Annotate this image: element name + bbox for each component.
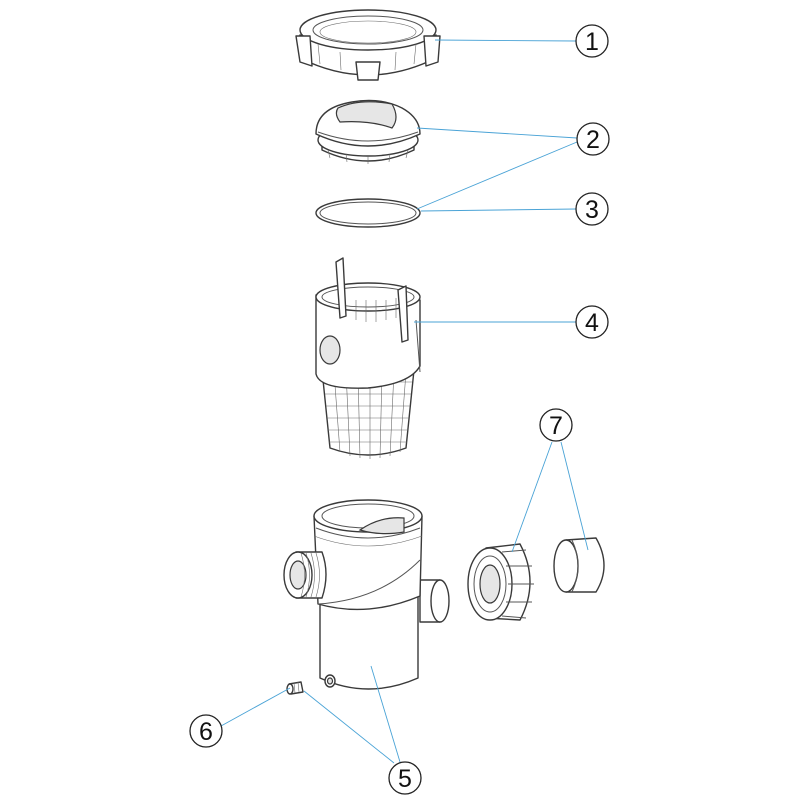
part-lock-ring <box>295 9 441 81</box>
leader-1 <box>434 39 577 42</box>
leader-5a <box>303 690 395 764</box>
leader-2b <box>416 141 578 210</box>
callout-7: 7 <box>539 408 573 442</box>
leader-6 <box>220 687 291 727</box>
part-union <box>467 537 605 621</box>
callout-1: 1 <box>575 24 609 58</box>
leader-5b <box>370 665 401 763</box>
callout-label-6: 6 <box>199 718 213 746</box>
callout-5: 5 <box>388 761 422 795</box>
leader-7b <box>560 441 589 551</box>
callout-3: 3 <box>575 192 609 226</box>
leader-3 <box>420 208 577 212</box>
callout-label-7: 7 <box>549 412 563 440</box>
part-o-ring <box>315 198 421 228</box>
part-strainer-basket <box>315 257 421 459</box>
leader-7a <box>511 441 553 553</box>
part-lid <box>315 99 421 164</box>
part-drain-plug <box>286 681 304 695</box>
callout-label-1: 1 <box>585 28 599 56</box>
callout-6: 6 <box>189 714 223 748</box>
callout-label-4: 4 <box>585 309 599 337</box>
callout-2: 2 <box>576 122 610 156</box>
callout-label-5: 5 <box>398 765 412 793</box>
callout-4: 4 <box>575 305 609 339</box>
callout-label-2: 2 <box>586 126 600 154</box>
callout-label-3: 3 <box>585 196 599 224</box>
leader-lines <box>220 39 589 764</box>
leader-2a <box>416 127 578 139</box>
part-pump-housing <box>283 499 450 690</box>
